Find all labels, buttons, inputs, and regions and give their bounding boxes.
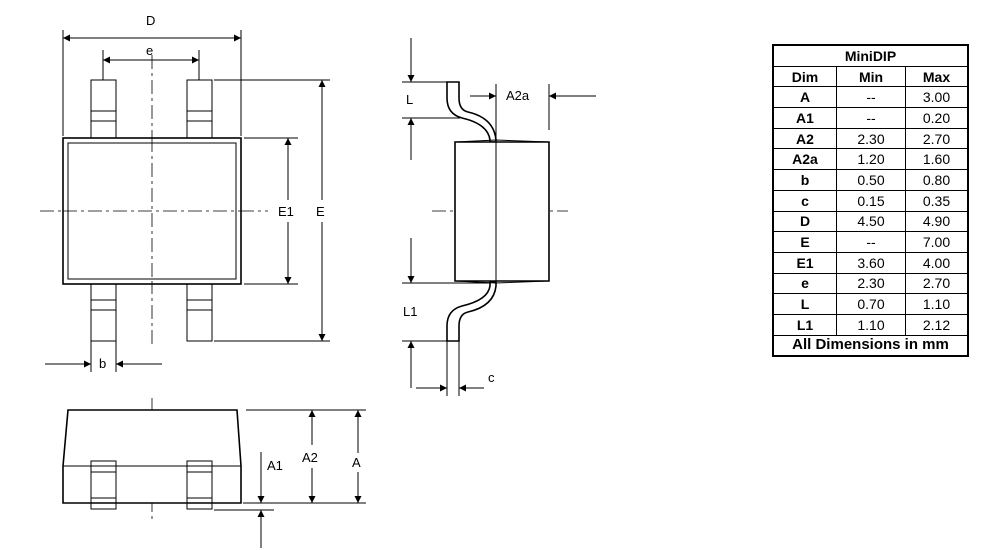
- dim-label-L: L: [406, 92, 413, 107]
- cell-max: 7.00: [905, 231, 969, 253]
- cell-max: 2.12: [905, 313, 969, 336]
- cell-dim: b: [772, 169, 837, 191]
- cell-max: 0.20: [905, 107, 969, 129]
- dim-label-E: E: [316, 204, 325, 219]
- dim-label-A: A: [352, 455, 361, 470]
- cell-max: 3.00: [905, 86, 969, 109]
- top-lead-upper-left: [90, 79, 117, 139]
- cell-dim: D: [772, 210, 837, 233]
- table-title: MiniDIP: [772, 44, 969, 67]
- cell-min: 0.50: [836, 169, 906, 191]
- cell-min: --: [836, 86, 906, 109]
- front-view: A1 A2 A: [62, 398, 366, 548]
- cell-dim: L1: [772, 313, 837, 336]
- side-view: L A2a L1 c: [402, 38, 596, 396]
- cell-dim: A1: [772, 107, 837, 129]
- header-min: Min: [836, 65, 906, 88]
- cell-min: --: [836, 107, 906, 129]
- cell-max: 1.10: [905, 293, 969, 315]
- cell-dim: A2: [772, 127, 837, 150]
- table-row: E--7.00: [772, 231, 969, 253]
- cell-min: 1.10: [836, 313, 906, 336]
- cell-min: 2.30: [836, 127, 906, 150]
- cell-min: 0.70: [836, 293, 906, 315]
- dim-label-c: c: [488, 370, 495, 385]
- cell-dim: A: [772, 86, 837, 109]
- table-row: A1--0.20: [772, 107, 969, 129]
- cell-max: 2.70: [905, 272, 969, 295]
- cell-dim: c: [772, 189, 837, 212]
- dim-label-L1: L1: [403, 304, 417, 319]
- dim-label-A2a: A2a: [506, 88, 530, 103]
- top-view: D e E1 E b: [40, 13, 330, 372]
- cell-min: 0.15: [836, 189, 906, 212]
- cell-min: 4.50: [836, 210, 906, 233]
- side-view-body: [454, 139, 550, 284]
- table-header-row: Dim Min Max: [772, 65, 969, 88]
- header-max: Max: [905, 65, 969, 88]
- table-footer: All Dimensions in mm: [772, 334, 969, 357]
- dim-label-E1: E1: [278, 204, 294, 219]
- dim-label-e: e: [146, 43, 153, 58]
- dim-label-A1: A1: [267, 458, 283, 473]
- dim-label-D: D: [146, 13, 155, 28]
- cell-min: 3.60: [836, 251, 906, 274]
- cell-dim: E1: [772, 251, 837, 274]
- cell-min: 1.20: [836, 148, 906, 171]
- dim-label-b: b: [99, 356, 106, 371]
- table-footer-row: All Dimensions in mm: [772, 334, 969, 357]
- top-lead-lower-right: [186, 282, 213, 342]
- cell-dim: L: [772, 293, 837, 315]
- dim-label-A2: A2: [302, 450, 318, 465]
- cell-max: 0.80: [905, 169, 969, 191]
- front-view-body: [62, 409, 242, 504]
- cell-min: 2.30: [836, 272, 906, 295]
- front-lead-right: [186, 460, 213, 510]
- header-dim: Dim: [772, 65, 837, 88]
- table-title-row: MiniDIP: [772, 44, 969, 67]
- cell-max: 4.00: [905, 251, 969, 274]
- cell-max: 1.60: [905, 148, 969, 171]
- cell-max: 2.70: [905, 127, 969, 150]
- front-lead-left: [90, 460, 117, 510]
- table-row: A--3.00: [772, 86, 969, 109]
- cell-dim: e: [772, 272, 837, 295]
- cell-min: --: [836, 231, 906, 253]
- cell-max: 0.35: [905, 189, 969, 212]
- top-lead-lower-left: [90, 282, 117, 342]
- cell-dim: A2a: [772, 148, 837, 171]
- cell-max: 4.90: [905, 210, 969, 233]
- cell-dim: E: [772, 231, 837, 253]
- top-lead-upper-right: [186, 79, 213, 139]
